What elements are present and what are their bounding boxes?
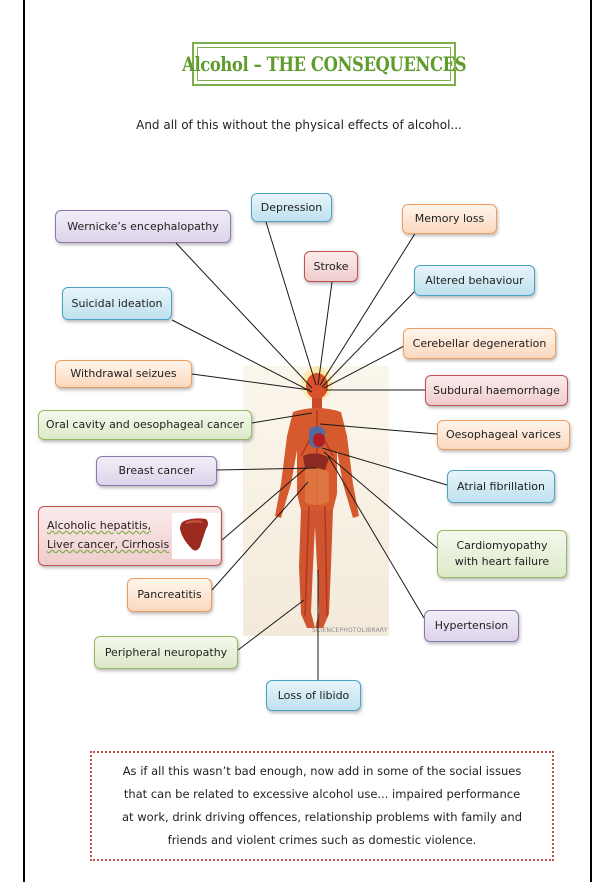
- note-line-1: As if all this wasn’t bad enough, now ad…: [122, 760, 522, 783]
- label-depression: Depression: [251, 193, 332, 222]
- label-withdrawal-seizures: Withdrawal seizues: [55, 360, 192, 388]
- label-peripheral-neuropathy: Peripheral neuropathy: [94, 636, 238, 669]
- line-peripheral-neuropathy: [238, 600, 304, 650]
- label-hypertension: Hypertension: [424, 610, 519, 642]
- label-stroke: Stroke: [304, 251, 358, 282]
- cardiomyopathy-line-1: Cardiomyopathy: [457, 538, 548, 554]
- line-liver: [222, 468, 306, 540]
- line-cerebellar: [324, 346, 404, 388]
- label-atrial-fibrillation: Atrial fibrillation: [447, 470, 555, 503]
- label-loss-of-libido: Loss of libido: [266, 680, 361, 711]
- label-suicidal-ideation: Suicidal ideation: [62, 287, 172, 320]
- label-oral-oesophageal-cancer: Oral cavity and oesophageal cancer: [38, 410, 252, 440]
- line-hypertension: [328, 456, 424, 618]
- line-oesophageal-varices: [320, 424, 437, 434]
- line-cardiomyopathy: [324, 452, 437, 548]
- line-altered-behaviour: [322, 290, 416, 387]
- label-cerebellar-degeneration: Cerebellar degeneration: [403, 328, 556, 359]
- line-wernicke: [176, 243, 312, 388]
- liver-image: [172, 513, 220, 559]
- liver-icon: [172, 513, 220, 559]
- label-oesophageal-varices: Oesophageal varices: [437, 420, 570, 450]
- liver-conditions-text: Alcoholic hepatitis, Liver cancer, Cirrh…: [47, 516, 169, 554]
- line-breast-cancer: [217, 468, 316, 470]
- cardiomyopathy-line-2: with heart failure: [455, 554, 549, 570]
- social-issues-text: As if all this wasn’t bad enough, now ad…: [122, 760, 522, 852]
- label-wernickes-encephalopathy: Wernicke’s encephalopathy: [55, 210, 231, 243]
- label-memory-loss: Memory loss: [402, 204, 497, 234]
- label-subdural-haemorrhage: Subdural haemorrhage: [425, 375, 568, 406]
- note-line-2: that can be related to excessive alcohol…: [122, 783, 522, 806]
- label-liver-conditions: Alcoholic hepatitis, Liver cancer, Cirrh…: [38, 506, 222, 566]
- line-oral-cancer: [252, 413, 312, 423]
- social-issues-note: As if all this wasn’t bad enough, now ad…: [90, 751, 554, 861]
- line-depression: [266, 222, 316, 385]
- label-breast-cancer: Breast cancer: [96, 456, 217, 486]
- label-cardiomyopathy: Cardiomyopathy with heart failure: [437, 530, 567, 578]
- label-altered-behaviour: Altered behaviour: [414, 265, 535, 296]
- note-line-4: friends and violent crimes such as domes…: [122, 829, 522, 852]
- label-pancreatitis: Pancreatitis: [127, 578, 212, 612]
- liver-line-2: Liver cancer, Cirrhosis: [47, 535, 169, 554]
- liver-line-1: Alcoholic hepatitis,: [47, 516, 169, 535]
- note-line-3: at work, drink driving offences, relatio…: [122, 806, 522, 829]
